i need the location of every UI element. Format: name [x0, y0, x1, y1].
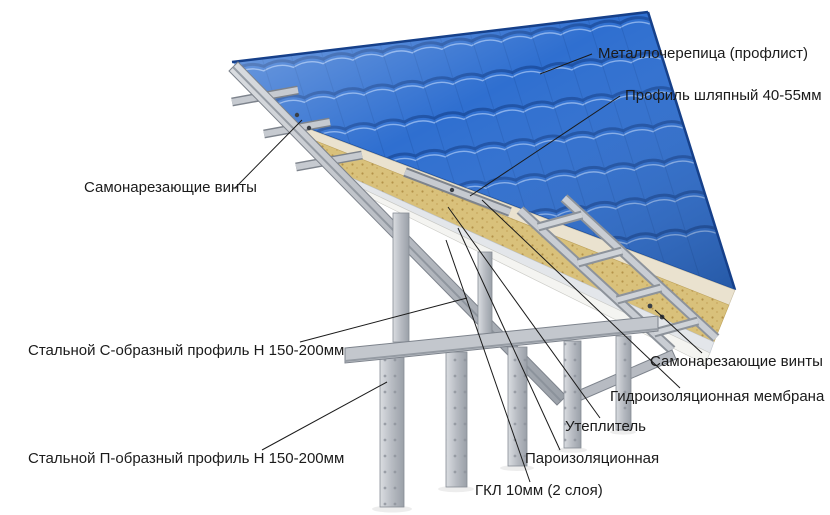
label-insulation: Утеплитель — [565, 418, 646, 435]
label-metal-tile: Металлочерепица (профлист) — [598, 45, 808, 62]
screw-dot — [294, 112, 300, 118]
label-screws-left: Самонарезающие винты — [84, 179, 257, 196]
upper-stud — [477, 251, 493, 335]
screw-dot — [647, 303, 653, 309]
leader-metal-tile — [539, 53, 593, 75]
label-c-profile: Стальной С-образный профиль Н 150-200мм — [28, 342, 345, 359]
label-screws-right: Самонарезающие винты — [650, 353, 823, 370]
leader-c-profile — [299, 297, 468, 343]
ladder-rungs — [536, 210, 700, 338]
label-vapor-barrier: Пароизоляционная — [525, 450, 660, 467]
leader-vapor-barrier — [457, 227, 561, 451]
label-hat-profile: Профиль шляпный 40-55мм — [625, 87, 822, 104]
leader-screws-right — [654, 309, 703, 354]
leader-membrane — [481, 199, 681, 389]
horizontal-beam — [344, 315, 659, 364]
label-p-profile: Стальной П-образный профиль Н 150-200мм — [28, 450, 345, 467]
screw-dot — [306, 125, 312, 131]
leader-insulation — [447, 206, 601, 419]
label-membrane: Гидроизоляционная мембрана — [610, 388, 825, 405]
posts-p-profile — [344, 212, 659, 513]
label-gypsum-board: ГКЛ 10мм (2 слоя) — [475, 482, 603, 499]
leader-lines — [234, 53, 703, 483]
vertical-posts — [379, 335, 632, 508]
leader-hat-profile — [469, 95, 621, 197]
hat-profile-strip — [403, 167, 512, 217]
leader-gypsum-board — [445, 239, 531, 483]
leader-screws-left — [234, 119, 303, 189]
screw-dot — [449, 187, 455, 193]
leader-p-profile — [261, 381, 388, 451]
upper-stud — [392, 212, 410, 343]
